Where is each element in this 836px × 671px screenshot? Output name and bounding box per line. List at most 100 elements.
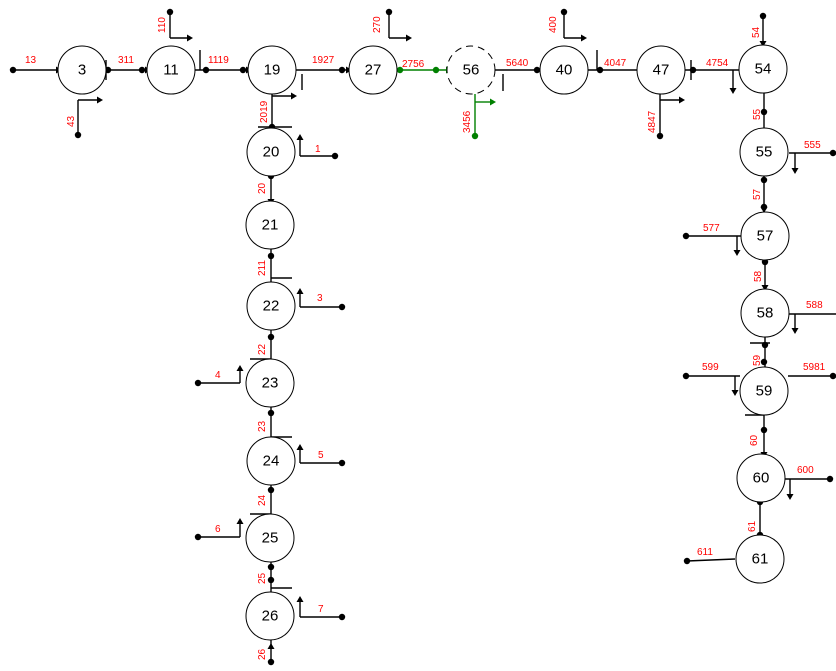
junction-node[interactable] (560, 8, 568, 16)
flow-arrow-icon (729, 88, 737, 94)
bus-node-61[interactable] (735, 534, 785, 584)
line-label-l43: 43 (66, 115, 77, 127)
junction-node[interactable] (267, 486, 275, 494)
junction-node[interactable] (267, 576, 275, 584)
bus-node-23[interactable] (245, 358, 295, 408)
junction-node[interactable] (338, 303, 346, 311)
junction-node[interactable] (74, 131, 82, 139)
junction-node[interactable] (385, 8, 393, 16)
bus-label-59: 59 (756, 383, 773, 400)
junction-node[interactable] (759, 12, 767, 20)
bus-label-57: 57 (757, 228, 774, 245)
junction-node[interactable] (9, 66, 17, 74)
line-label-l4847: 4847 (647, 110, 658, 133)
junction-node[interactable] (432, 66, 440, 74)
bus-node-54[interactable] (738, 44, 788, 94)
junction-node[interactable] (138, 66, 146, 74)
junction-node[interactable] (760, 176, 768, 184)
bus-node-25[interactable] (245, 513, 295, 563)
line-label-l577: 577 (703, 223, 720, 234)
line-label-l5: 5 (318, 450, 324, 461)
junction-node[interactable] (760, 108, 768, 116)
junction-node[interactable] (760, 426, 768, 434)
junction-node[interactable] (338, 459, 346, 467)
bus-node-11[interactable] (146, 45, 196, 95)
line-label-l555: 555 (804, 140, 821, 151)
bus-label-21: 21 (262, 217, 279, 234)
line-label-l600: 600 (797, 465, 814, 476)
bus-label-61: 61 (752, 551, 769, 568)
flow-arrow-icon (759, 41, 767, 47)
junction-node[interactable] (826, 475, 834, 483)
junction-node[interactable] (596, 66, 604, 74)
bus-node-26[interactable] (245, 591, 295, 641)
bus-label-24: 24 (263, 453, 280, 470)
bus-node-60[interactable] (736, 453, 786, 503)
junction-node[interactable] (683, 557, 691, 565)
bus-node-20[interactable] (246, 127, 296, 177)
junction-node[interactable] (267, 409, 275, 417)
flow-arrow-icon (761, 285, 769, 291)
flow-arrow-icon (786, 494, 794, 500)
junction-node[interactable] (338, 613, 346, 621)
junction-node[interactable] (239, 66, 247, 74)
bus-label-55: 55 (756, 144, 773, 161)
junction-node[interactable] (656, 132, 664, 140)
bus-label-20: 20 (263, 144, 280, 161)
line-label-l22: 22 (257, 343, 268, 355)
junction-node[interactable] (338, 66, 346, 74)
bus-node-24[interactable] (246, 436, 296, 486)
junction-node[interactable] (760, 358, 768, 366)
line-label-l270: 270 (372, 16, 383, 33)
bus-node-57[interactable] (740, 211, 790, 261)
bus-node-56[interactable] (446, 45, 496, 95)
junction-node[interactable] (267, 333, 275, 341)
junction-node[interactable] (331, 152, 339, 160)
flow-arrow-icon (296, 134, 304, 140)
junction-node[interactable] (267, 658, 275, 666)
line-label-l611: 611 (697, 547, 713, 558)
bus-node-27[interactable] (348, 45, 398, 95)
junction-node[interactable] (682, 372, 690, 380)
line-label-l26: 26 (257, 648, 268, 660)
line-label-l20: 20 (257, 182, 268, 194)
junction-node[interactable] (267, 563, 275, 571)
line-label-l4: 4 (215, 370, 221, 381)
junction-node[interactable] (194, 533, 202, 541)
junction-node[interactable] (533, 66, 541, 74)
bus-node-21[interactable] (245, 200, 295, 250)
bus-node-58[interactable] (740, 288, 790, 338)
line-label-l400: 400 (548, 16, 559, 33)
bus-node-3[interactable] (57, 45, 107, 95)
flow-arrow-icon (236, 365, 244, 371)
bus-label-47: 47 (653, 62, 670, 79)
line-label-l13: 13 (25, 55, 37, 66)
bus-label-56: 56 (463, 62, 480, 79)
junction-node[interactable] (267, 252, 275, 260)
bus-node-47[interactable] (636, 45, 686, 95)
junction-node[interactable] (471, 132, 479, 140)
junction-node[interactable] (689, 66, 697, 74)
line-label-l599: 599 (702, 362, 719, 373)
bus-label-26: 26 (262, 608, 279, 625)
line-label-l588: 588 (806, 300, 823, 311)
bus-node-22[interactable] (246, 281, 296, 331)
bus-node-55[interactable] (739, 127, 789, 177)
flow-arrow-icon (581, 34, 587, 42)
bus-node-40[interactable] (539, 45, 589, 95)
junction-node[interactable] (166, 8, 174, 16)
junction-node[interactable] (202, 66, 210, 74)
junction-node[interactable] (829, 149, 836, 157)
junction-node[interactable] (682, 232, 690, 240)
junction-node[interactable] (829, 372, 836, 380)
bus-node-59[interactable] (739, 366, 789, 416)
junction-node[interactable] (194, 379, 202, 387)
bus-label-22: 22 (263, 298, 280, 315)
bus-label-60: 60 (753, 470, 770, 487)
flow-arrow-icon (791, 168, 799, 174)
junction-node[interactable] (396, 66, 404, 74)
bus-node-19[interactable] (247, 45, 297, 95)
connection-line (686, 558, 736, 562)
bus-label-23: 23 (262, 375, 279, 392)
